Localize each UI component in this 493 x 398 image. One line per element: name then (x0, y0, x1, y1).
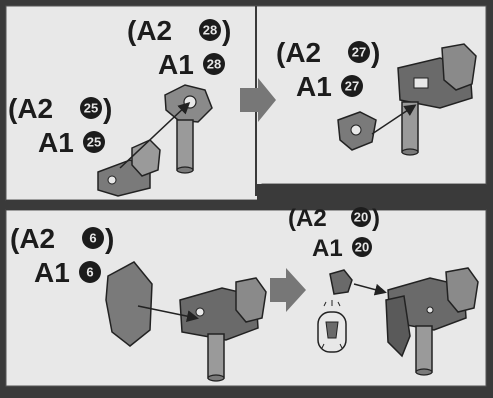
part-number-circle (199, 19, 221, 41)
label-main: A1 (38, 127, 74, 158)
part-number-circle (348, 41, 370, 63)
label-alt-close: ) (105, 223, 114, 254)
part-number-circle (80, 97, 102, 119)
step-arrow-icon (270, 268, 306, 312)
part-number-circle (82, 227, 104, 249)
part-number: 27 (352, 45, 366, 60)
part-number: 20 (355, 240, 369, 255)
label-group-a1-28: A1 28 (158, 49, 225, 80)
label-group-a2-28: (A2 28 ) (127, 15, 231, 46)
label-group-a2-20: (A2 20 ) (288, 205, 380, 232)
part-number: 6 (86, 265, 93, 280)
label-group-a1-6: A1 6 (34, 257, 101, 288)
label-group-a2-6: (A2 6 ) (10, 223, 114, 254)
part-icon (105, 261, 153, 347)
part-number: 25 (87, 135, 101, 150)
part-number: 28 (207, 57, 221, 72)
label-alt-prefix: (A2 (288, 205, 327, 232)
part-icon (329, 269, 353, 295)
label-alt-prefix: (A2 (127, 15, 172, 46)
part-number: 6 (89, 231, 96, 246)
part-icon (97, 139, 161, 197)
insert-arrow-icon (353, 283, 387, 296)
label-main: A1 (296, 71, 332, 102)
step-arrow-icon (240, 78, 276, 122)
part-number: 20 (354, 210, 368, 225)
label-alt-close: ) (372, 205, 380, 232)
label-main: A1 (158, 49, 194, 80)
part-icon (385, 267, 479, 376)
part-number-circle (341, 75, 363, 97)
divider-step-notch (257, 184, 486, 210)
part-number: 27 (345, 79, 359, 94)
part-number: 28 (203, 23, 217, 38)
part-detail-icon (317, 300, 347, 353)
label-alt-prefix: (A2 (10, 223, 55, 254)
insert-arrow-icon (119, 101, 191, 169)
label-group-a2-27: (A2 27 ) (276, 37, 380, 68)
part-number: 25 (84, 101, 98, 116)
label-main: A1 (312, 235, 343, 262)
label-alt-prefix: (A2 (276, 37, 321, 68)
label-group-a1-20: A1 20 (312, 235, 372, 262)
part-number-circle (352, 237, 372, 257)
label-main: A1 (34, 257, 70, 288)
label-alt-close: ) (103, 93, 112, 124)
label-group-a1-27: A1 27 (296, 71, 363, 102)
part-number-circle (79, 261, 101, 283)
label-alt-close: ) (371, 37, 380, 68)
label-alt-close: ) (222, 15, 231, 46)
insert-arrow-icon (137, 305, 199, 323)
part-icon (179, 277, 267, 382)
insert-arrow-icon (371, 104, 417, 135)
divider-horizontal (6, 200, 486, 210)
part-icon (397, 43, 477, 156)
part-icon (337, 111, 377, 151)
label-group-a2-25: (A2 25 ) (8, 93, 112, 124)
label-alt-prefix: (A2 (8, 93, 53, 124)
part-number-circle (351, 207, 371, 227)
part-number-circle (203, 53, 225, 75)
part-number-circle (83, 131, 105, 153)
label-group-a1-25: A1 25 (38, 127, 105, 158)
